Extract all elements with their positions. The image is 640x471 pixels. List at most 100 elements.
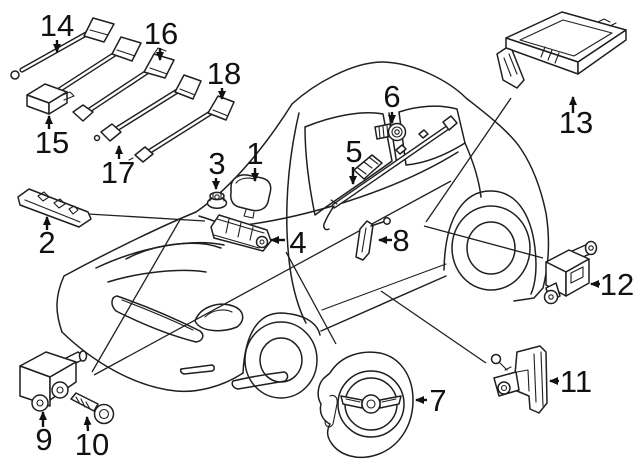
tube-tip	[442, 115, 458, 131]
connector-small-icon	[134, 146, 154, 163]
bumper-slot	[231, 371, 289, 390]
callout-18[interactable]: 18	[207, 56, 241, 100]
callout-14-label[interactable]: 14	[40, 8, 74, 43]
callout-15[interactable]: 15	[35, 115, 69, 160]
callout-3[interactable]: 3	[208, 146, 226, 190]
leader-lines	[87, 97, 544, 376]
bolt-head	[93, 403, 115, 425]
side-sensor-12	[543, 240, 598, 305]
leader-line-11	[380, 290, 487, 364]
callout-5-label[interactable]: 5	[345, 134, 362, 169]
c-pillar-line	[464, 142, 482, 198]
rear-wheel	[451, 205, 531, 291]
end-cap	[255, 235, 269, 249]
callout-4-label[interactable]: 4	[289, 225, 306, 260]
door-front-edge	[286, 112, 307, 324]
mounting-bracket-2	[17, 188, 92, 228]
roof-rear-outline	[291, 61, 550, 302]
callout-10[interactable]: 10	[75, 416, 109, 462]
wire-harness-16	[72, 47, 175, 122]
wire-harness-18	[128, 95, 235, 163]
mount-ear	[496, 47, 525, 89]
callout-14[interactable]: 14	[40, 8, 74, 53]
callout-2[interactable]: 2	[38, 216, 56, 260]
callout-6[interactable]: 6	[383, 79, 401, 124]
callout-10-label[interactable]: 10	[75, 427, 109, 462]
callout-1-label[interactable]: 1	[246, 136, 263, 171]
callout-7[interactable]: 7	[415, 383, 447, 418]
leader-line-9a	[91, 217, 182, 373]
callout-13[interactable]: 13	[559, 96, 593, 140]
callout-9[interactable]: 9	[35, 411, 53, 457]
callout-16[interactable]: 16	[144, 16, 178, 61]
callout-17[interactable]: 17	[101, 145, 135, 190]
callout-3-label[interactable]: 3	[208, 146, 225, 181]
connector-icon	[174, 74, 202, 100]
door-crease	[321, 263, 447, 311]
front-bumper-bottom	[61, 331, 244, 393]
curtain-airbag-5	[323, 115, 458, 231]
mount-bracket	[353, 154, 383, 180]
callout-7-label[interactable]: 7	[429, 383, 446, 418]
seat-airbag-8	[355, 217, 391, 261]
callout-15-label[interactable]: 15	[35, 125, 69, 160]
callout-18-label[interactable]: 18	[207, 56, 241, 91]
connector-icon	[143, 53, 175, 79]
hood-contour	[125, 242, 222, 260]
leader-line-13	[425, 97, 512, 223]
car-illustration	[56, 61, 550, 399]
connector-icon	[111, 36, 142, 62]
grommet-3	[206, 191, 228, 209]
callout-11[interactable]: 11	[549, 364, 592, 399]
callout-11-label[interactable]: 11	[560, 364, 592, 399]
bolt-10	[70, 392, 115, 425]
dash-airbag-housing-4	[210, 214, 272, 252]
bushing	[31, 394, 49, 412]
ball-stud	[490, 353, 502, 365]
callout-12-label[interactable]: 12	[600, 267, 634, 302]
callout-8-label[interactable]: 8	[392, 223, 409, 258]
callout-16-label[interactable]: 16	[144, 16, 178, 51]
callout-2-label[interactable]: 2	[38, 225, 55, 260]
callout-6-label[interactable]: 6	[383, 79, 400, 114]
leader-line-12	[423, 225, 544, 259]
module-side	[577, 29, 627, 75]
callout-1[interactable]: 1	[246, 136, 264, 182]
connector-icon	[83, 17, 115, 43]
callout-8[interactable]: 8	[378, 223, 410, 258]
headlight-inner	[204, 309, 233, 318]
fastener-head	[387, 122, 407, 142]
airbag-blade	[355, 220, 374, 261]
bumper-slot-small	[179, 364, 215, 375]
callout-4[interactable]: 4	[270, 225, 307, 260]
front-door-glass	[304, 112, 393, 216]
mini-logo-icon	[340, 394, 402, 414]
ring-terminal-icon	[10, 70, 20, 80]
front-wheel-rim	[259, 337, 303, 383]
passenger-airbag-1	[230, 174, 272, 219]
rear-wheel-arch	[443, 190, 537, 295]
bolt-shank	[70, 392, 99, 412]
connector-small-icon	[100, 123, 122, 142]
impact-sensor-11	[490, 345, 548, 414]
fender-shoulder-line	[107, 269, 207, 283]
leader-line-4	[285, 251, 337, 345]
bracket-body	[17, 188, 92, 228]
grille	[111, 295, 204, 343]
wire-harness-17	[93, 74, 202, 142]
fastener-6	[374, 122, 407, 142]
impact-sensor-9	[19, 350, 88, 412]
connector-small-icon	[72, 104, 94, 122]
driver-airbag-7	[317, 351, 414, 459]
airbag-pillow	[230, 174, 272, 212]
rear-wheel-rim	[466, 221, 516, 275]
connector-icon	[207, 95, 235, 121]
callout-9-label[interactable]: 9	[35, 422, 52, 457]
front-wheel	[244, 321, 318, 399]
grille-inner	[121, 299, 194, 331]
callout-17-label[interactable]: 17	[101, 155, 135, 190]
callout-12[interactable]: 12	[590, 267, 634, 302]
callout-13-label[interactable]: 13	[559, 105, 593, 140]
callout-5[interactable]: 5	[345, 134, 363, 185]
horn-ring-outer	[337, 370, 405, 438]
